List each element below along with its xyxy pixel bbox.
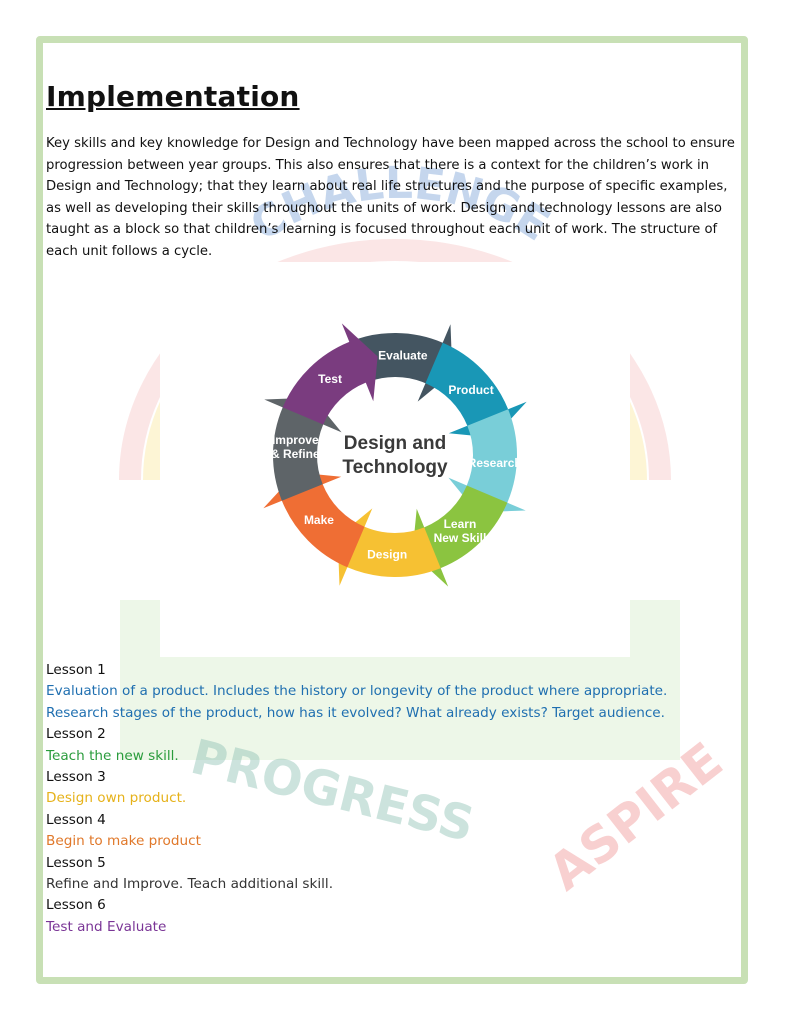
diagram-center-title: Design and xyxy=(344,433,446,454)
cycle-label: Improve xyxy=(272,433,319,447)
lesson-description: Design own product. xyxy=(46,790,187,807)
lesson-title: Lesson 4 xyxy=(46,811,106,828)
cycle-segment-test xyxy=(282,323,378,425)
cycle-label: Make xyxy=(304,513,334,527)
lesson-description: Test and Evaluate xyxy=(46,918,167,935)
intro-paragraph: Key skills and key knowledge for Design … xyxy=(46,136,735,259)
cycle-label: Product xyxy=(448,383,493,397)
lesson-title: Lesson 3 xyxy=(46,769,106,786)
page-title: Implementation xyxy=(46,80,300,113)
diagram-center-subtitle: Technology xyxy=(342,457,448,478)
lesson-title: Lesson 1 xyxy=(46,662,106,678)
main-content: Implementation Key skills and key knowle… xyxy=(46,80,746,276)
lesson-list: Lesson 1 Evaluation of a product. Include… xyxy=(46,660,746,938)
cycle-label: Design xyxy=(367,548,407,562)
lesson-description: Begin to make product xyxy=(46,833,201,850)
lesson-title: Lesson 6 xyxy=(46,897,106,914)
cycle-label: New Skill xyxy=(434,531,487,545)
cycle-label: Research xyxy=(468,456,522,470)
lesson-description: Research stages of the product, how has … xyxy=(46,704,665,721)
lesson-description: Evaluation of a product. Includes the hi… xyxy=(46,683,668,700)
lesson-description: Teach the new skill. xyxy=(46,747,179,764)
lesson-description: Refine and Improve. Teach additional ski… xyxy=(46,876,334,893)
cycle-label: & Refine xyxy=(271,447,320,461)
lesson-title: Lesson 2 xyxy=(46,726,106,743)
cycle-label: Evaluate xyxy=(378,348,428,362)
cycle-label: Test xyxy=(318,372,342,386)
lesson-title: Lesson 5 xyxy=(46,854,106,871)
cycle-label: Learn xyxy=(444,517,477,531)
